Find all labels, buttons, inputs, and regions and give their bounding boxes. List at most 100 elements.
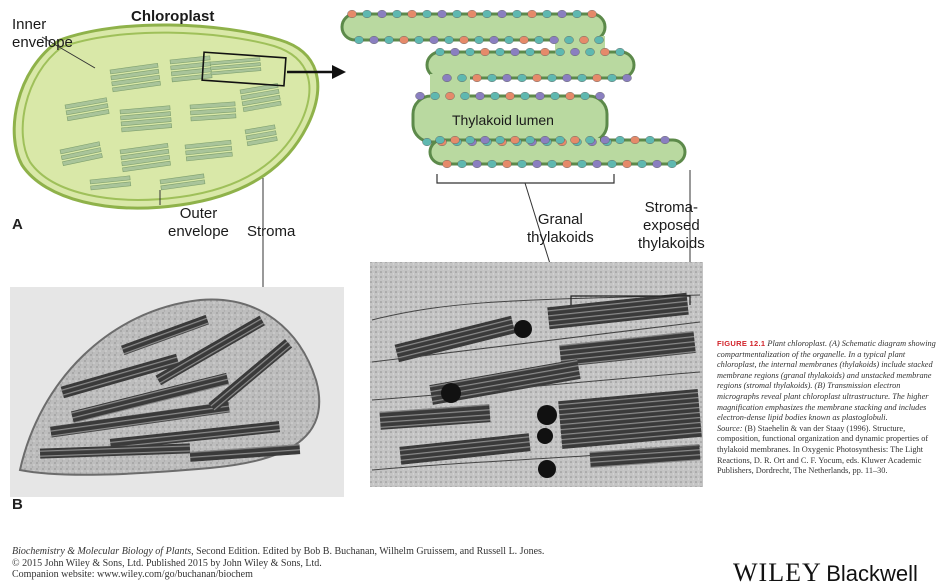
membrane-protein xyxy=(400,36,409,44)
membrane-protein xyxy=(571,48,580,56)
membrane-protein xyxy=(378,10,387,18)
membrane-protein xyxy=(416,92,425,100)
membrane-protein xyxy=(505,36,514,44)
membrane-protein xyxy=(533,160,542,168)
membrane-protein xyxy=(496,48,505,56)
membrane-protein xyxy=(616,136,625,144)
outer-envelope-line1: Outer xyxy=(168,205,229,223)
stroma-exposed-line1: Stroma- xyxy=(638,199,705,217)
membrane-protein xyxy=(623,160,632,168)
membrane-protein xyxy=(491,92,500,100)
membrane-protein xyxy=(528,10,537,18)
membrane-protein xyxy=(601,136,610,144)
membrane-protein xyxy=(556,136,565,144)
membrane-protein xyxy=(586,136,595,144)
membrane-protein xyxy=(363,10,372,18)
membrane-protein xyxy=(526,48,535,56)
membrane-protein xyxy=(348,10,357,18)
membrane-protein xyxy=(573,10,582,18)
figure-number: FIGURE 12.1 xyxy=(717,339,765,348)
membrane-protein xyxy=(436,48,445,56)
source-label: Source: xyxy=(717,424,743,433)
membrane-protein xyxy=(506,92,515,100)
publisher-logo: WILEY Blackwell xyxy=(733,558,918,588)
membrane-protein xyxy=(466,136,475,144)
membrane-protein xyxy=(503,74,512,82)
membrane-protein xyxy=(423,10,432,18)
membrane-protein xyxy=(423,138,432,146)
membrane-protein xyxy=(548,74,557,82)
membrane-protein xyxy=(503,160,512,168)
membrane-protein xyxy=(631,136,640,144)
membrane-protein xyxy=(436,136,445,144)
membrane-protein xyxy=(473,74,482,82)
membrane-protein xyxy=(476,92,485,100)
membrane-protein xyxy=(475,36,484,44)
footer-line2: © 2015 John Wiley & Sons, Ltd. Published… xyxy=(12,558,544,570)
publisher-name-1: WILEY xyxy=(733,558,822,587)
membrane-protein xyxy=(548,160,557,168)
membrane-protein xyxy=(608,160,617,168)
membrane-protein xyxy=(453,10,462,18)
membrane-protein xyxy=(438,10,447,18)
membrane-protein xyxy=(578,74,587,82)
granal-thylakoids-label: Granal thylakoids xyxy=(527,211,594,247)
membrane-protein xyxy=(473,160,482,168)
membrane-protein xyxy=(581,92,590,100)
membrane-protein xyxy=(451,136,460,144)
inner-envelope-label: Inner envelope xyxy=(12,16,73,52)
membrane-protein xyxy=(498,10,507,18)
membrane-protein xyxy=(468,10,477,18)
membrane-protein xyxy=(556,48,565,56)
inner-envelope-line2: envelope xyxy=(12,34,73,52)
membrane-protein xyxy=(653,160,662,168)
membrane-protein xyxy=(593,160,602,168)
membrane-protein xyxy=(543,10,552,18)
thylakoid-schematic xyxy=(342,10,690,296)
outer-envelope-label: Outer envelope xyxy=(168,205,229,241)
membrane-protein xyxy=(488,160,497,168)
membrane-protein xyxy=(608,74,617,82)
membrane-protein xyxy=(408,10,417,18)
membrane-protein xyxy=(586,48,595,56)
membrane-protein xyxy=(481,48,490,56)
membrane-protein xyxy=(526,136,535,144)
stroma-label: Stroma xyxy=(247,223,295,241)
membrane-protein xyxy=(513,10,522,18)
membrane-protein xyxy=(565,36,574,44)
membrane-protein xyxy=(511,136,520,144)
membrane-protein xyxy=(443,74,452,82)
membrane-protein xyxy=(661,136,670,144)
membrane-protein xyxy=(446,92,455,100)
membrane-protein xyxy=(393,10,402,18)
membrane-protein xyxy=(490,36,499,44)
granal-line2: thylakoids xyxy=(527,229,594,247)
membrane-protein xyxy=(595,36,604,44)
membrane-protein xyxy=(563,160,572,168)
membrane-protein xyxy=(466,48,475,56)
membrane-protein xyxy=(385,36,394,44)
membrane-protein xyxy=(551,92,560,100)
membrane-protein xyxy=(571,136,580,144)
inner-envelope-line1: Inner xyxy=(12,16,73,34)
micrograph-thylakoid-stacks xyxy=(370,262,703,487)
membrane-protein xyxy=(596,92,605,100)
membrane-protein xyxy=(355,36,364,44)
footer-line1: , Second Edition. Edited by Bob B. Bucha… xyxy=(191,546,544,557)
membrane-protein xyxy=(445,36,454,44)
granal-line1: Granal xyxy=(527,211,594,229)
membrane-protein xyxy=(616,48,625,56)
membrane-protein xyxy=(458,160,467,168)
membrane-protein xyxy=(370,36,379,44)
thylakoid-lumen-label: Thylakoid lumen xyxy=(452,111,554,129)
panel-label-a: A xyxy=(12,216,23,233)
membrane-protein xyxy=(588,10,597,18)
membrane-protein xyxy=(623,74,632,82)
footer-citation: Biochemistry & Molecular Biology of Plan… xyxy=(12,546,544,581)
membrane-protein xyxy=(461,92,470,100)
panel-label-b: B xyxy=(12,496,23,513)
membrane-protein xyxy=(443,160,452,168)
membrane-protein xyxy=(496,136,505,144)
micrograph-whole-chloroplast xyxy=(10,287,344,497)
footer-line3: Companion website: www.wiley.com/go/buch… xyxy=(12,569,544,581)
